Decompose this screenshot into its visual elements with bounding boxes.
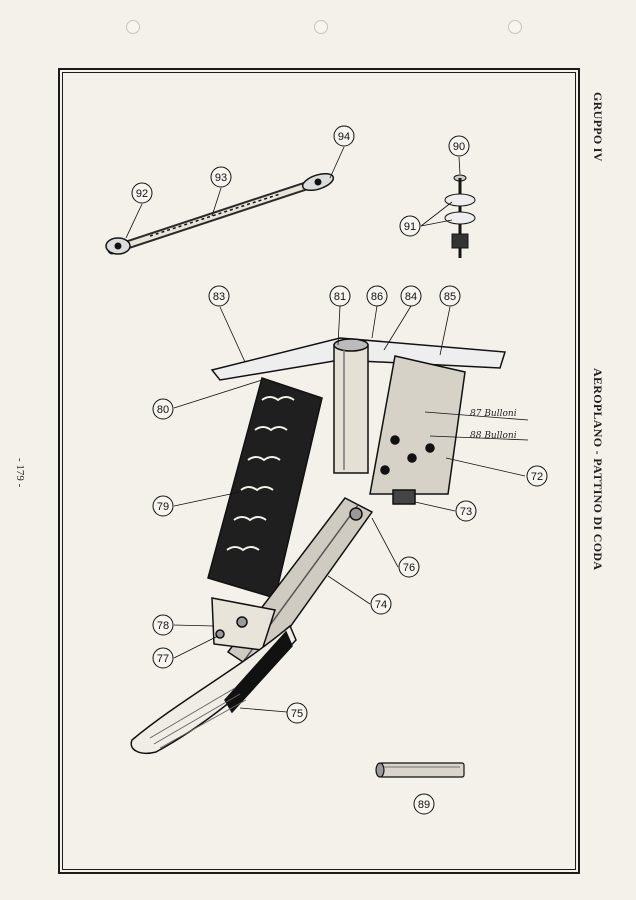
callout-label: 85 <box>444 291 456 303</box>
callout-circle <box>526 465 548 487</box>
callout-circle <box>152 647 174 669</box>
callout-79: 79 <box>152 495 174 517</box>
callout-circle <box>152 398 174 420</box>
callout-label: 90 <box>453 141 465 153</box>
callout-83: 83 <box>208 285 230 307</box>
callout-86: 86 <box>366 285 388 307</box>
callout-circle <box>400 285 422 307</box>
callout-81: 81 <box>329 285 351 307</box>
callout-74: 74 <box>370 593 392 615</box>
callout-91: 91 <box>399 215 421 237</box>
callout-label: 80 <box>157 404 169 416</box>
callout-78: 78 <box>152 614 174 636</box>
callout-label: 79 <box>157 501 169 513</box>
leader-lines <box>125 146 529 713</box>
callout-73: 73 <box>455 500 477 522</box>
callout-92: 92 <box>131 182 153 204</box>
callout-circle <box>152 495 174 517</box>
callout-label: 94 <box>338 131 350 143</box>
callout-93: 93 <box>210 166 232 188</box>
tail-skid-assembly <box>130 337 506 754</box>
callout-label: 78 <box>157 620 169 632</box>
callout-circle <box>399 215 421 237</box>
callout-89: 89 <box>413 793 435 815</box>
callout-circle <box>286 702 308 724</box>
callout-circle <box>413 793 435 815</box>
callout-label: 76 <box>403 562 415 574</box>
callout-90: 90 <box>448 135 470 157</box>
callout-label: 73 <box>460 506 472 518</box>
pin-part <box>375 762 465 778</box>
callout-label: 92 <box>136 188 148 200</box>
callout-75: 75 <box>286 702 308 724</box>
callout-72: 72 <box>526 465 548 487</box>
note-88-bolts: 88 Bulloni <box>470 431 517 441</box>
callout-label: 72 <box>531 471 543 483</box>
callout-80: 80 <box>152 398 174 420</box>
callout-label: 84 <box>405 291 417 303</box>
callout-85: 85 <box>439 285 461 307</box>
callout-label: 77 <box>157 653 169 665</box>
callout-circle <box>210 166 232 188</box>
callout-label: 91 <box>404 221 416 233</box>
callout-circle <box>366 285 388 307</box>
bolt-assembly <box>444 174 476 258</box>
callout-84: 84 <box>400 285 422 307</box>
callout-label: 83 <box>213 291 225 303</box>
callout-circle <box>329 285 351 307</box>
callout-94: 94 <box>333 125 355 147</box>
callout-label: 75 <box>291 708 303 720</box>
callout-circle <box>448 135 470 157</box>
callout-label: 81 <box>334 291 346 303</box>
callout-label: 93 <box>215 172 227 184</box>
page-frame-inner <box>62 72 576 870</box>
callout-circle <box>208 285 230 307</box>
callout-76: 76 <box>398 556 420 578</box>
punch-hole-left <box>126 20 140 34</box>
callout-label: 74 <box>375 599 387 611</box>
callout-circle <box>131 182 153 204</box>
callout-circle <box>439 285 461 307</box>
callout-circle <box>398 556 420 578</box>
callout-77: 77 <box>152 647 174 669</box>
callout-circle <box>370 593 392 615</box>
callout-layer: 72 73 74 75 76 77 78 79 80 81 83 84 85 86 89 90 91 92 93 94 <box>131 125 548 815</box>
note-87-bolts: 87 Bulloni <box>470 409 517 419</box>
punch-hole-center <box>314 20 328 34</box>
callout-label: 89 <box>418 799 430 811</box>
callout-circle <box>152 614 174 636</box>
callout-circle <box>333 125 355 147</box>
punch-hole-right <box>508 20 522 34</box>
callout-label: 86 <box>371 291 383 303</box>
page-frame-outer <box>58 68 580 874</box>
callout-circle <box>455 500 477 522</box>
turnbuckle-rod <box>105 172 335 255</box>
